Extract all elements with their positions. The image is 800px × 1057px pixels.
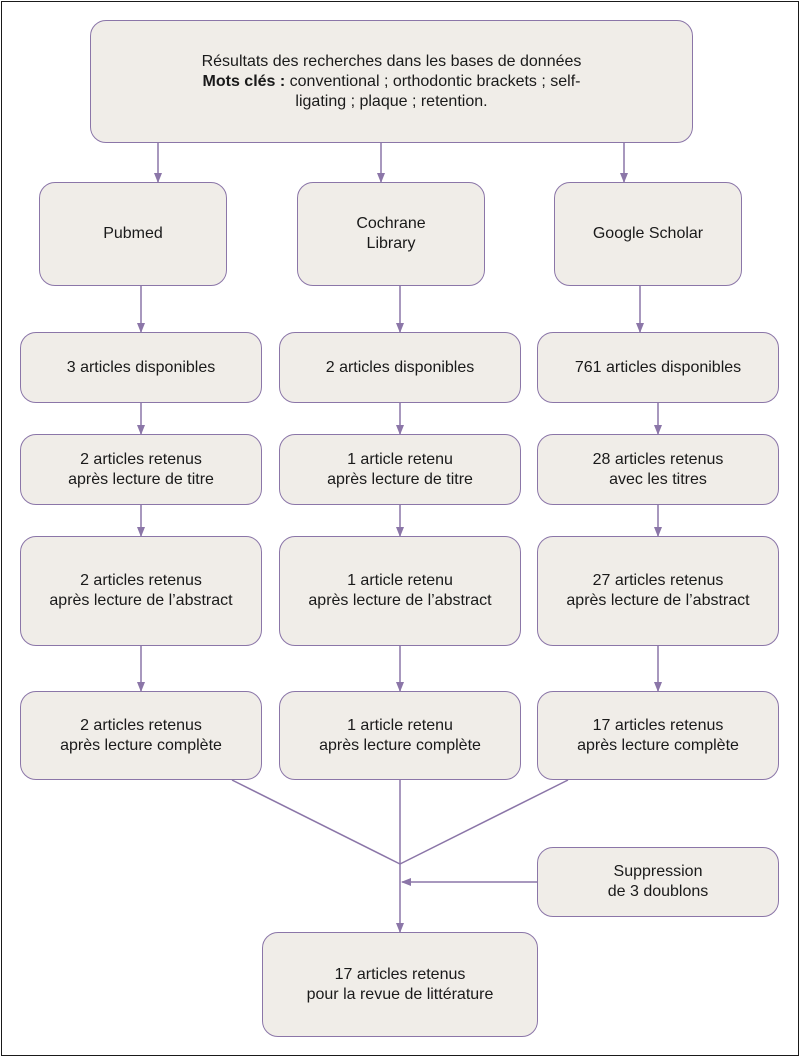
abstract-box-pubmed: 2 articles retenus après lecture de l’ab… — [20, 536, 262, 646]
title-label-google-2: avec les titres — [609, 470, 707, 488]
full-box-cochrane: 1 article retenu après lecture complète — [279, 691, 521, 780]
abstract-label-google-2: après lecture de l’abstract — [566, 592, 750, 609]
abstract-label-cochrane-2: après lecture de l’abstract — [308, 592, 492, 609]
full-label-cochrane-1: 1 article retenu — [347, 716, 453, 734]
source-label-cochrane-2: Library — [366, 235, 416, 252]
merge-line-right — [399, 779, 569, 865]
title-label-cochrane-2: après lecture de titre — [327, 470, 473, 488]
final-label-1: 17 articles retenus — [334, 965, 466, 983]
full-label-google-2: après lecture complète — [577, 736, 739, 754]
abstract-label-pubmed-2: après lecture de l’abstract — [49, 592, 233, 609]
title-box-google: 28 articles retenus avec les titres — [537, 434, 779, 505]
source-box-pubmed: Pubmed — [39, 182, 227, 286]
duplicates-label-1: Suppression — [613, 863, 703, 880]
available-label-pubmed: 3 articles disponibles — [66, 358, 216, 376]
title-box-cochrane: 1 article retenu après lecture de titre — [279, 434, 521, 505]
abstract-box-cochrane: 1 article retenu après lecture de l’abst… — [279, 536, 521, 646]
search-results-box: Résultats des recherches dans les bases … — [90, 20, 693, 143]
full-label-cochrane-2: après lecture complète — [319, 736, 481, 754]
abstract-label-google-1: 27 articles retenus — [592, 572, 724, 589]
duplicates-box: Suppression de 3 doublons — [537, 847, 779, 917]
full-box-pubmed: 2 articles retenus après lecture complèt… — [20, 691, 262, 780]
full-box-google: 17 articles retenus après lecture complè… — [537, 691, 779, 780]
source-label-cochrane-1: Cochrane — [356, 215, 426, 232]
available-box-pubmed: 3 articles disponibles — [20, 332, 262, 403]
keywords-line: Mots clés : conventional ; orthodontic b… — [203, 72, 581, 92]
title-box-pubmed: 2 articles retenus après lecture de titr… — [20, 434, 262, 505]
full-label-pubmed-2: après lecture complète — [60, 736, 222, 754]
search-results-title: Résultats des recherches dans les bases … — [201, 52, 582, 70]
keywords-label: Mots clés : — [202, 72, 286, 90]
title-label-google-1: 28 articles retenus — [592, 450, 724, 468]
keywords-text-1: conventional ; orthodontic brackets ; se… — [285, 72, 581, 90]
abstract-box-google: 27 articles retenus après lecture de l’a… — [537, 536, 779, 646]
merge-line-left — [231, 779, 401, 865]
final-box: 17 articles retenus pour la revue de lit… — [262, 932, 538, 1037]
available-label-google: 761 articles disponibles — [574, 358, 742, 376]
full-label-pubmed-1: 2 articles retenus — [80, 716, 202, 734]
available-label-cochrane: 2 articles disponibles — [325, 358, 475, 376]
source-box-cochrane: Cochrane Library — [297, 182, 485, 286]
available-box-cochrane: 2 articles disponibles — [279, 332, 521, 403]
source-label-pubmed: Pubmed — [103, 225, 163, 242]
available-box-google: 761 articles disponibles — [537, 332, 779, 403]
source-box-google-scholar: Google Scholar — [554, 182, 742, 286]
title-label-pubmed-2: après lecture de titre — [68, 470, 214, 488]
abstract-label-pubmed-1: 2 articles retenus — [80, 572, 202, 589]
duplicates-label-2: de 3 doublons — [607, 883, 709, 900]
keywords-text-2: ligating ; plaque ; retention. — [295, 92, 488, 110]
title-label-pubmed-1: 2 articles retenus — [80, 450, 202, 468]
full-label-google-1: 17 articles retenus — [592, 716, 724, 734]
final-label-2: pour la revue de littérature — [306, 985, 494, 1003]
source-label-google: Google Scholar — [592, 225, 704, 242]
title-label-cochrane-1: 1 article retenu — [347, 450, 453, 468]
abstract-label-cochrane-1: 1 article retenu — [347, 572, 453, 589]
